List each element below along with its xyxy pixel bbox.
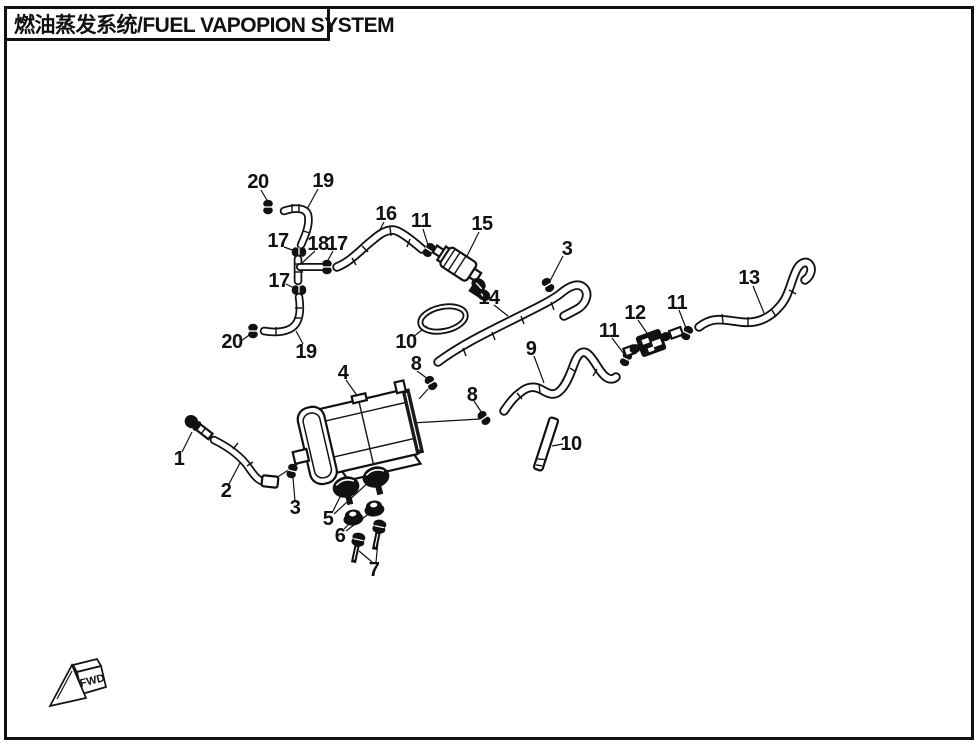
clamp-17-b xyxy=(321,259,333,275)
title-box: 燃油蒸发系统/FUEL VAPOPION SYSTEM xyxy=(4,6,395,41)
callout-hose-16: 16 xyxy=(375,203,397,225)
callout-clamp-3-top: 3 xyxy=(562,238,573,260)
fwd-direction-arrow: FWD xyxy=(48,658,108,708)
callout-ring-10: 10 xyxy=(395,331,417,353)
check-valve-12 xyxy=(621,325,685,358)
callout-valve-12: 12 xyxy=(624,302,646,324)
callout-hose-14: 14 xyxy=(478,287,501,309)
callout-hose-9: 9 xyxy=(526,338,537,360)
hose-2 xyxy=(214,440,280,489)
callout-hose-2: 2 xyxy=(221,480,232,502)
callout-canister-4: 4 xyxy=(338,362,350,384)
callout-clamp-11-b: 11 xyxy=(599,320,620,342)
callout-clamp-17-c: 17 xyxy=(268,270,290,292)
callout-clamp-17-b: 17 xyxy=(326,233,348,255)
drain-tube-10 xyxy=(532,416,560,472)
callout-labels: 20 19 17 18 17 16 11 15 3 14 17 20 19 10… xyxy=(174,170,761,581)
callout-clamp-11-a: 11 xyxy=(411,210,432,232)
clamp-20-top xyxy=(262,199,274,215)
fwd-label: FWD xyxy=(79,672,106,690)
purge-valve-15 xyxy=(431,244,491,301)
callout-valve-15: 15 xyxy=(471,213,493,235)
clamp-8-b xyxy=(475,408,493,428)
callout-hose-19-bottom: 19 xyxy=(295,341,317,363)
hose-16 xyxy=(337,227,422,267)
hose-13 xyxy=(699,262,811,327)
callout-fitting-1: 1 xyxy=(174,448,185,470)
callout-clamp-3-left: 3 xyxy=(290,497,301,519)
callout-bolt-7: 7 xyxy=(369,559,380,581)
leader-lines xyxy=(181,188,765,563)
callout-hose-19-top: 19 xyxy=(312,170,334,192)
carbon-canister-4 xyxy=(291,379,425,486)
tee-fitting-18 xyxy=(293,254,326,286)
callout-tee-18: 18 xyxy=(307,233,329,255)
page-title: 燃油蒸发系统/FUEL VAPOPION SYSTEM xyxy=(14,13,395,37)
seal-ring-10 xyxy=(417,303,469,335)
callout-nut-6: 6 xyxy=(335,525,346,547)
callout-clamp-8-a: 8 xyxy=(411,353,422,375)
callout-clamp-8-b: 8 xyxy=(467,384,478,406)
bolt-7-b xyxy=(367,517,388,552)
clamp-20-bottom xyxy=(247,323,259,339)
callout-clamp-20-top: 20 xyxy=(247,171,269,193)
callout-grommet-5: 5 xyxy=(323,508,334,530)
nut-6-a xyxy=(342,508,365,527)
callout-hose-13: 13 xyxy=(738,267,760,289)
hose-14 xyxy=(438,285,587,362)
hose-19-bottom xyxy=(264,297,302,336)
callout-clamp-20-bottom: 20 xyxy=(221,331,243,353)
hose-19-top xyxy=(284,204,310,245)
callout-tube-10: 10 xyxy=(560,433,582,455)
callout-clamp-11-c: 11 xyxy=(667,292,688,314)
fitting-1 xyxy=(184,414,215,441)
hose-9 xyxy=(504,352,616,411)
bolt-7-a xyxy=(346,530,367,565)
callout-clamp-17-a: 17 xyxy=(267,230,289,252)
clamp-3-top xyxy=(539,275,557,295)
